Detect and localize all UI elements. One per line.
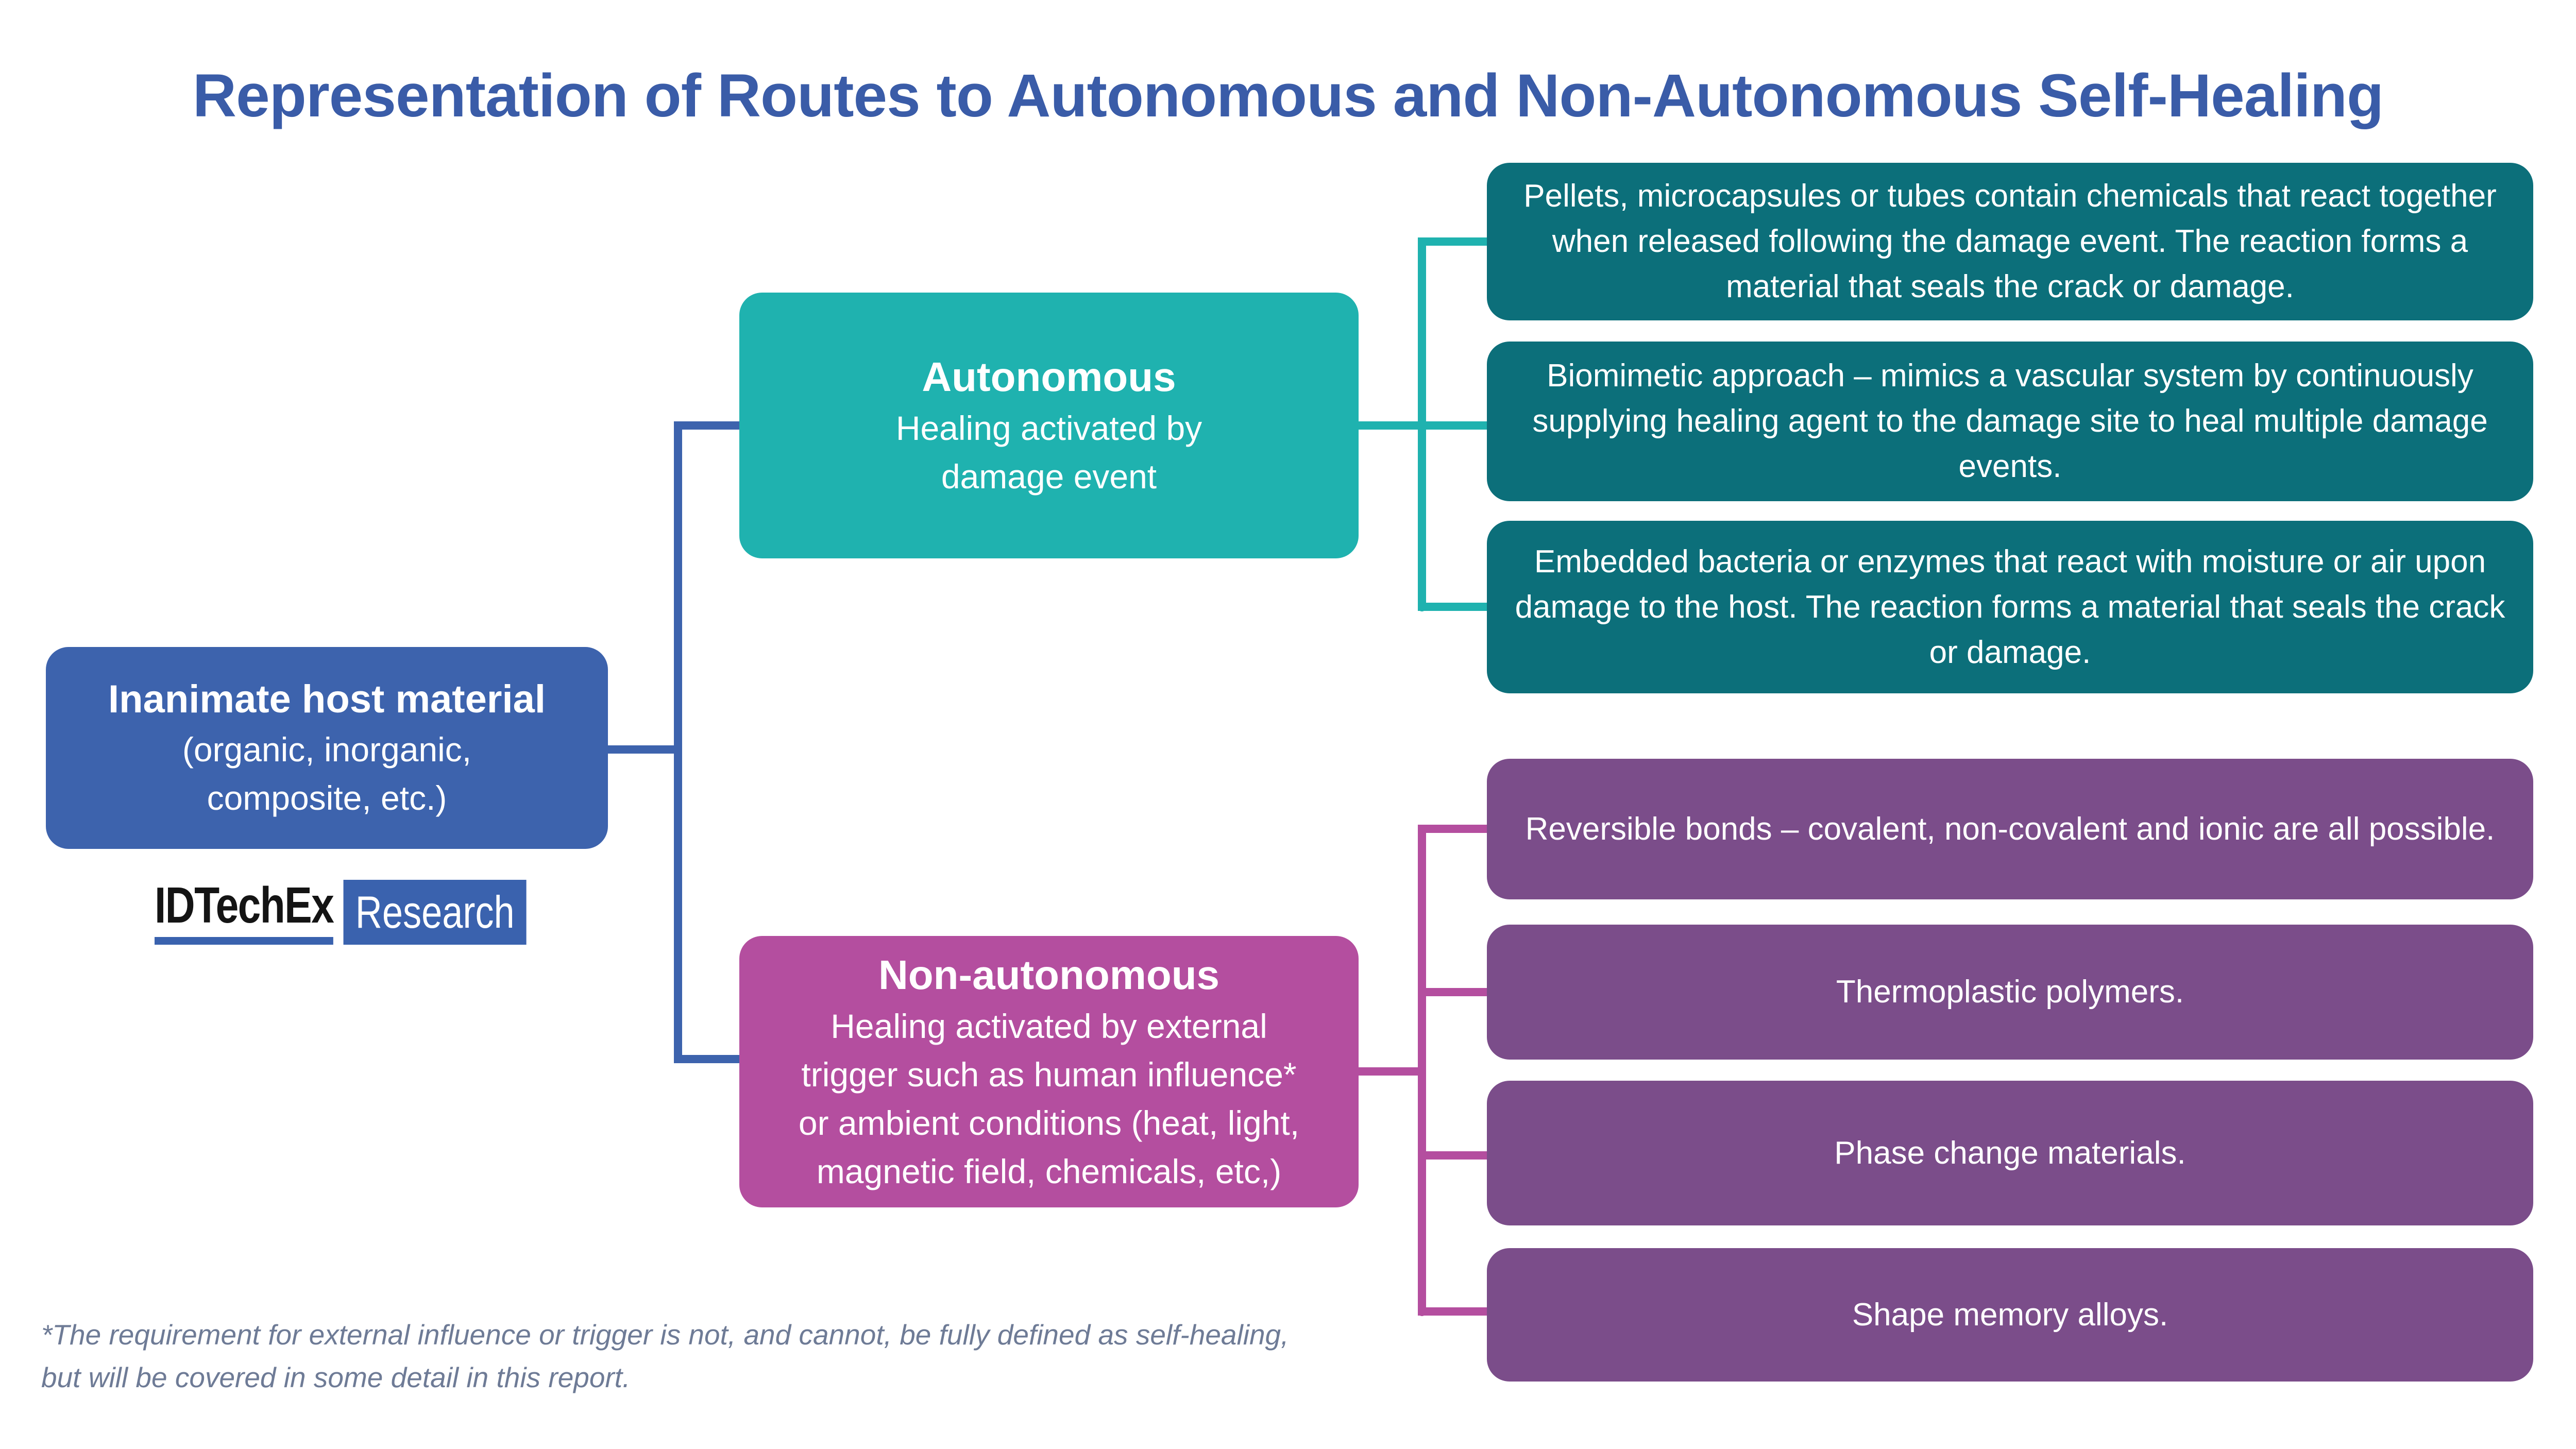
route-text: Phase change materials.: [1834, 1135, 2186, 1171]
route-box-embedded-bacteria-enzymes: Embedded bacteria or enzymes that react …: [1487, 521, 2533, 693]
route-box-pellets-microcapsules: Pellets, microcapsules or tubes contain …: [1487, 163, 2533, 320]
route-box-thermoplastic-polymers: Thermoplastic polymers.: [1487, 925, 2533, 1060]
route-text: Biomimetic approach – mimics a vascular …: [1532, 358, 2488, 484]
route-box-biomimetic-vascular: Biomimetic approach – mimics a vascular …: [1487, 342, 2533, 501]
idtechex-wordmark: IDTechEx: [155, 877, 334, 945]
autonomous-heading: Autonomous: [922, 354, 1176, 400]
connector-non-autonomous-to-route-2: [1418, 988, 1490, 996]
route-text: Pellets, microcapsules or tubes contain …: [1523, 178, 2497, 304]
footnote-line2: but will be covered in some detail in th…: [41, 1361, 631, 1393]
connector-root-to-non-autonomous: [674, 1055, 743, 1063]
research-badge: Research: [343, 880, 527, 945]
non-autonomous-heading: Non-autonomous: [878, 951, 1220, 998]
idtechex-underline-bar: [155, 937, 334, 945]
non-autonomous-body-line4: magnetic field, chemicals, etc,): [816, 1152, 1282, 1190]
route-text: Reversible bonds – covalent, non-covalen…: [1525, 811, 2495, 847]
non-autonomous-body-line2: trigger such as human influence*: [801, 1055, 1297, 1094]
footnote: *The requirement for external influence …: [41, 1314, 1289, 1399]
route-text: Shape memory alloys.: [1852, 1297, 2168, 1333]
connector-non-autonomous-to-route-1: [1418, 825, 1490, 833]
route-box-reversible-bonds: Reversible bonds – covalent, non-covalen…: [1487, 759, 2533, 899]
route-box-phase-change-materials: Phase change materials.: [1487, 1081, 2533, 1225]
connector-autonomous-to-route-1: [1418, 237, 1490, 246]
connector-root-vertical: [674, 421, 682, 1063]
connector-non-autonomous-to-route-4: [1418, 1307, 1490, 1316]
connector-non-autonomous-to-route-3: [1418, 1151, 1490, 1160]
connector-non-autonomous-vertical: [1418, 825, 1426, 1316]
non-autonomous-body-line1: Healing activated by external: [831, 1007, 1267, 1045]
branch-box-non-autonomous: Non-autonomous Healing activated by exte…: [739, 936, 1359, 1207]
idtechex-research-logo: IDTechEx Research: [155, 880, 527, 945]
root-box-heading: Inanimate host material: [108, 677, 546, 721]
footnote-line1: *The requirement for external influence …: [41, 1319, 1289, 1351]
route-text: Thermoplastic polymers.: [1836, 974, 2184, 1010]
idtechex-wordmark-text: IDTechEx: [155, 877, 334, 933]
root-box-subtext-line1: (organic, inorganic,: [182, 730, 472, 769]
branch-box-autonomous: Autonomous Healing activated by damage e…: [739, 293, 1359, 558]
non-autonomous-body-line3: or ambient conditions (heat, light,: [798, 1103, 1300, 1142]
connector-root-horizontal: [603, 745, 680, 754]
connector-root-to-autonomous: [674, 421, 743, 430]
route-box-shape-memory-alloys: Shape memory alloys.: [1487, 1248, 2533, 1382]
root-box-subtext-line2: composite, etc.): [207, 779, 447, 817]
connector-non-autonomous-horizontal: [1355, 1067, 1426, 1076]
page-title: Representation of Routes to Autonomous a…: [192, 62, 2384, 130]
connector-autonomous-to-route-3: [1418, 603, 1490, 611]
connector-autonomous-vertical: [1418, 237, 1426, 611]
autonomous-body-line2: damage event: [941, 457, 1157, 496]
route-text: Embedded bacteria or enzymes that react …: [1515, 543, 2505, 670]
autonomous-body-line1: Healing activated by: [895, 409, 1202, 447]
root-box-inanimate-host-material: Inanimate host material (organic, inorga…: [46, 647, 608, 849]
